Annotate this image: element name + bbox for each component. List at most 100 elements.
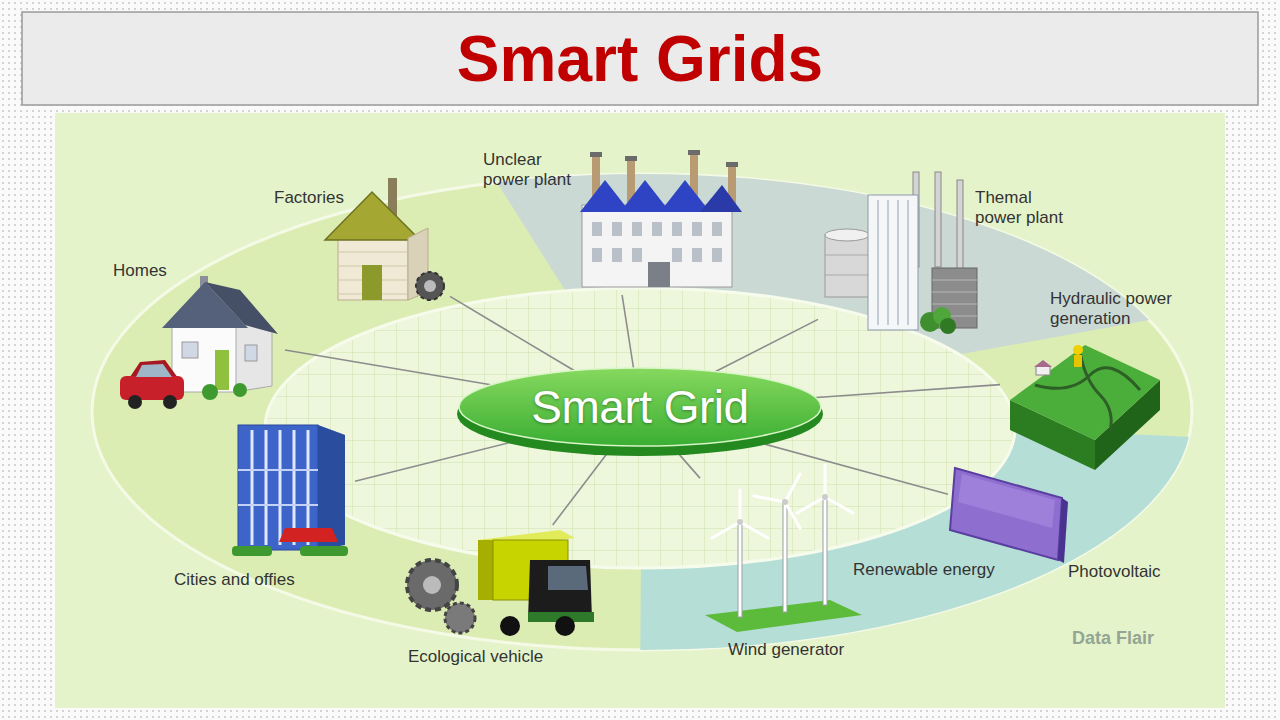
truck-illustration-part xyxy=(555,616,575,636)
truck-illustration xyxy=(407,530,594,636)
factory-illustration-part xyxy=(416,272,444,300)
nuclear-plant-illustration xyxy=(580,150,742,287)
thermal-plant-illustration-part xyxy=(868,195,918,330)
hydro-terrain-illustration-part xyxy=(1036,366,1050,375)
truck-illustration-part xyxy=(445,603,475,633)
office-building-illustration-part xyxy=(252,430,308,545)
truck-illustration-part xyxy=(407,560,457,610)
home-illustration-part xyxy=(163,395,177,409)
wind-turbine-illustration-part xyxy=(738,522,742,617)
home-illustration-part xyxy=(233,383,247,397)
office-building-illustration-part xyxy=(300,546,348,556)
solar-panel-illustration-part xyxy=(1058,498,1068,563)
nuclear-plant-illustration-part-part xyxy=(612,222,622,236)
spoke-line xyxy=(676,451,700,478)
thermal-plant-illustration-part xyxy=(825,235,870,297)
hub-ellipse: Smart Grid xyxy=(455,362,825,458)
solar-panel-illustration-part xyxy=(950,468,1062,560)
office-building-illustration xyxy=(232,425,348,556)
spoke-line xyxy=(757,442,948,494)
spoke-line xyxy=(622,295,633,368)
wind-turbine-illustration-part xyxy=(782,499,788,505)
node-label: Factories xyxy=(274,188,344,208)
office-building-illustration-part xyxy=(232,546,272,556)
home-illustration-part xyxy=(245,345,257,361)
title-text: Smart Grids xyxy=(22,12,1258,105)
home-illustration-part xyxy=(136,364,172,377)
nuclear-plant-illustration-part-part xyxy=(672,248,682,262)
node-label: Homes xyxy=(113,261,167,281)
nuclear-plant-illustration-part-part xyxy=(672,222,682,236)
thermal-plant-illustration-part xyxy=(825,229,869,241)
wind-turbine-illustration-part xyxy=(822,494,828,500)
factory-illustration-part xyxy=(338,238,408,300)
thermal-plant-illustration-part xyxy=(940,318,956,334)
nuclear-plant-illustration-part-part xyxy=(592,222,602,236)
node-label: Photovoltaic xyxy=(1068,562,1161,582)
hub-face xyxy=(459,368,821,446)
title-bar-part xyxy=(22,12,1258,105)
solar-panel-illustration-part xyxy=(958,474,1055,528)
truck-illustration-part xyxy=(423,576,441,594)
nuclear-plant-illustration-part xyxy=(660,180,710,212)
nuclear-plant-illustration-part-part xyxy=(632,222,642,236)
office-building-illustration-part xyxy=(279,528,338,542)
thermal-plant-illustration-part xyxy=(957,180,963,270)
hydro-terrain-illustration-part xyxy=(1010,345,1160,440)
truck-illustration-part xyxy=(548,566,588,590)
thermal-plant-illustration-part xyxy=(932,268,977,328)
nuclear-plant-illustration-part xyxy=(625,156,637,161)
nuclear-plant-illustration-part-part xyxy=(592,248,602,262)
grid-member: Homes xyxy=(108,255,285,415)
factory-illustration-part xyxy=(362,265,382,300)
solar-panel-illustration xyxy=(950,468,1068,563)
hub-title: Smart Grid xyxy=(531,384,748,430)
node-label: Ecological vehicle xyxy=(408,647,543,667)
nuclear-plant-illustration-part-part xyxy=(652,222,662,236)
thermal-plant-illustration-part xyxy=(878,200,908,325)
truck-illustration-part xyxy=(478,540,493,600)
wind-turbine-illustration-part xyxy=(823,497,827,605)
grid-member: Factories xyxy=(268,178,450,306)
spoke-line xyxy=(450,296,575,370)
home-illustration-part xyxy=(120,376,184,400)
home-illustration xyxy=(120,276,278,409)
home-illustration-part xyxy=(162,282,248,328)
nuclear-plant-illustration-part xyxy=(590,152,602,157)
nuclear-plant-illustration-part xyxy=(582,205,732,287)
node-label: Unclear power plant xyxy=(483,150,591,191)
spoke-line xyxy=(285,350,494,385)
wind-turbine-illustration xyxy=(705,465,862,632)
truck-illustration-part xyxy=(528,560,592,620)
wind-turbine-illustration-part xyxy=(737,519,743,525)
diagram-panel-part xyxy=(55,113,1225,708)
hydro-terrain-illustration xyxy=(1010,345,1160,470)
nuclear-plant-illustration-part xyxy=(620,180,670,212)
nuclear-plant-illustration-part-part xyxy=(612,248,622,262)
watermark: Data Flair xyxy=(1072,628,1154,650)
home-illustration-part xyxy=(202,384,218,400)
outer-ring xyxy=(92,140,1260,700)
hydro-terrain-illustration-part xyxy=(1034,360,1052,367)
nuclear-plant-illustration-part-part xyxy=(632,248,642,262)
nuclear-plant-illustration-part-part xyxy=(692,248,702,262)
grid-member: Wind generator xyxy=(700,462,850,664)
thermal-plant-illustration xyxy=(825,172,977,334)
nuclear-plant-illustration-part xyxy=(592,222,722,262)
nuclear-plant-illustration-part xyxy=(700,185,742,212)
truck-illustration-part xyxy=(500,616,520,636)
spoke-line xyxy=(355,441,517,481)
hydro-terrain-illustration-part xyxy=(1080,352,1111,432)
spoke-line xyxy=(715,319,818,371)
office-building-illustration-part xyxy=(238,470,318,505)
factory-illustration-part xyxy=(424,280,436,292)
region-label: Renewable energy xyxy=(853,560,995,580)
thermal-plant-illustration-part xyxy=(825,255,870,275)
wind-turbine-illustration-part xyxy=(797,465,853,513)
grid-member: Cities and offies xyxy=(168,412,355,597)
grid-member: Unclear power plant xyxy=(478,145,743,295)
node-label: Hydraulic power generation xyxy=(1050,289,1198,330)
title-bar xyxy=(22,12,1258,105)
